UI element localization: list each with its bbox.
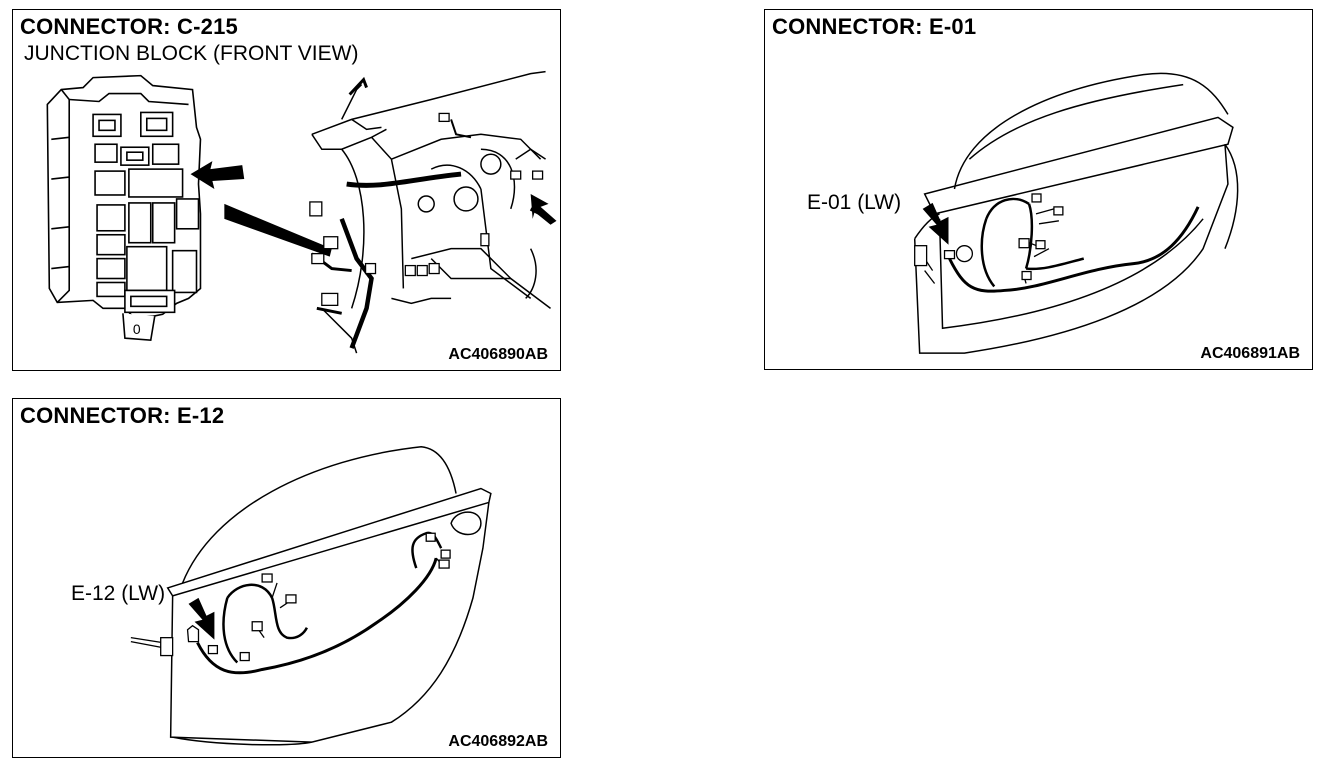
connector-callout: E-12 (LW) <box>71 582 166 605</box>
door-outline <box>166 445 492 746</box>
leader-wedge <box>224 203 332 257</box>
panel-subtitle: JUNCTION BLOCK (FRONT VIEW) <box>24 42 359 65</box>
panel-title: CONNECTOR: E-12 <box>20 403 225 428</box>
panel-connector-e01: CONNECTOR: E-01 E-01 (LW) AC406891AB <box>764 9 1313 370</box>
figure-code: AC406890AB <box>448 346 548 363</box>
door-harness-illustration <box>130 445 492 746</box>
svg-text:0: 0 <box>133 321 141 337</box>
door-outline <box>913 72 1239 354</box>
pointer-arrow-icon <box>530 193 557 225</box>
panel-connector-c215: 0 <box>12 9 561 371</box>
figure-code: AC406892AB <box>448 733 548 750</box>
panel-connector-e12: CONNECTOR: E-12 E-12 (LW) AC406892AB <box>12 398 561 758</box>
junction-block-illustration: 0 <box>46 70 557 354</box>
dashboard-harness <box>310 70 552 354</box>
connector-icon <box>914 193 1064 281</box>
junction-block: 0 <box>46 74 202 342</box>
panel-title: CONNECTOR: C-215 <box>20 14 238 39</box>
figure-code: AC406891AB <box>1200 345 1300 362</box>
pointer-arrow-icon <box>922 202 949 245</box>
pointer-arrow-icon <box>190 161 245 190</box>
wire-harness-icon <box>130 531 444 675</box>
pointer-arrow-icon <box>188 597 215 640</box>
connector-icon <box>160 532 451 662</box>
panel-title: CONNECTOR: E-01 <box>772 14 977 39</box>
door-harness-illustration <box>913 72 1239 354</box>
connector-callout: E-01 (LW) <box>807 191 902 214</box>
connector-icon <box>309 112 544 307</box>
